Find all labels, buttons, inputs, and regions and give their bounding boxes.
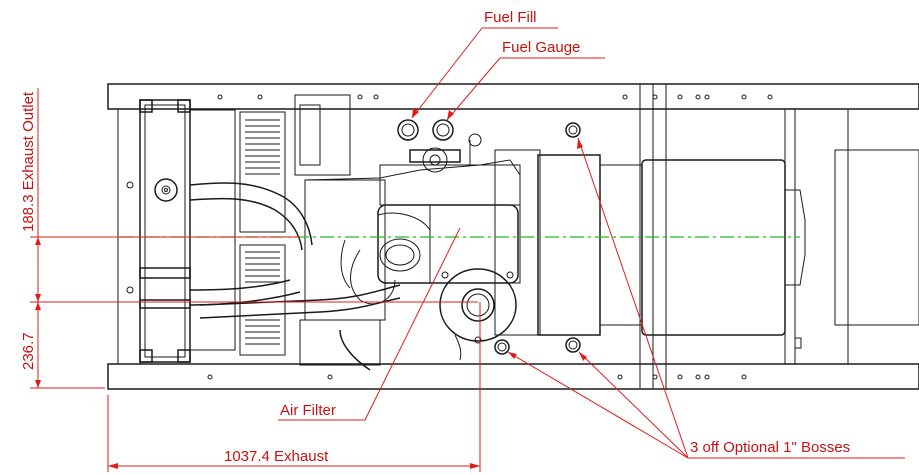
- dimension-annotations: [30, 27, 905, 472]
- air-filter: [377, 204, 521, 284]
- exhaust-length-label: 1037.4 Exhaust: [224, 448, 329, 465]
- dimension-236-label: 236.7: [20, 332, 37, 370]
- engine-block: [199, 94, 521, 371]
- exhaust-outlet-height-label: 188.3 Exhaust Outlet: [20, 91, 37, 232]
- fuel-gauge-label: Fuel Gauge: [502, 39, 580, 56]
- alternator: [494, 149, 919, 349]
- exhaust-flange: [439, 268, 517, 361]
- fuel-fill-port: [397, 119, 419, 141]
- fuel-fill-label: Fuel Fill: [484, 9, 537, 26]
- radiator-assembly: [139, 99, 313, 363]
- bosses-label: 3 off Optional 1" Bosses: [690, 439, 850, 456]
- optional-bosses: [494, 122, 581, 355]
- fuel-gauge-port: [432, 119, 454, 141]
- air-filter-label: Air Filter: [280, 402, 336, 419]
